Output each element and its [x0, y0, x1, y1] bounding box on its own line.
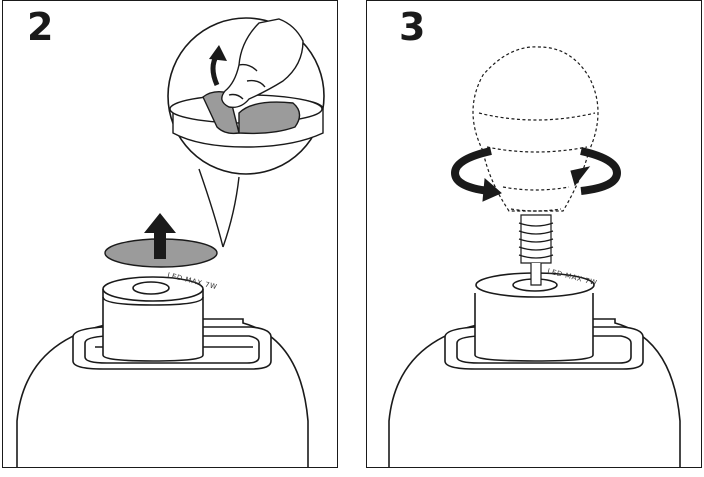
step-3-illustration: LED MAX 7W [388, 46, 681, 467]
step-2-illustration: LED MAX 7W [16, 17, 325, 467]
lamp-body [16, 276, 309, 467]
bulb-screw-base [518, 214, 554, 286]
step-number: 3 [399, 5, 426, 49]
magnifier-callout [167, 17, 325, 248]
curved-arrow-head [209, 45, 227, 61]
hand-icon [221, 18, 304, 109]
step-2-panel: 2 LED MAX 7W [2, 0, 338, 468]
step-number: 2 [27, 5, 54, 49]
lamp-body [388, 272, 681, 467]
up-arrow-icon [144, 213, 176, 259]
rotate-arrow-icon [450, 147, 622, 202]
step-3-panel: 3 LED MAX 7W [366, 0, 702, 468]
